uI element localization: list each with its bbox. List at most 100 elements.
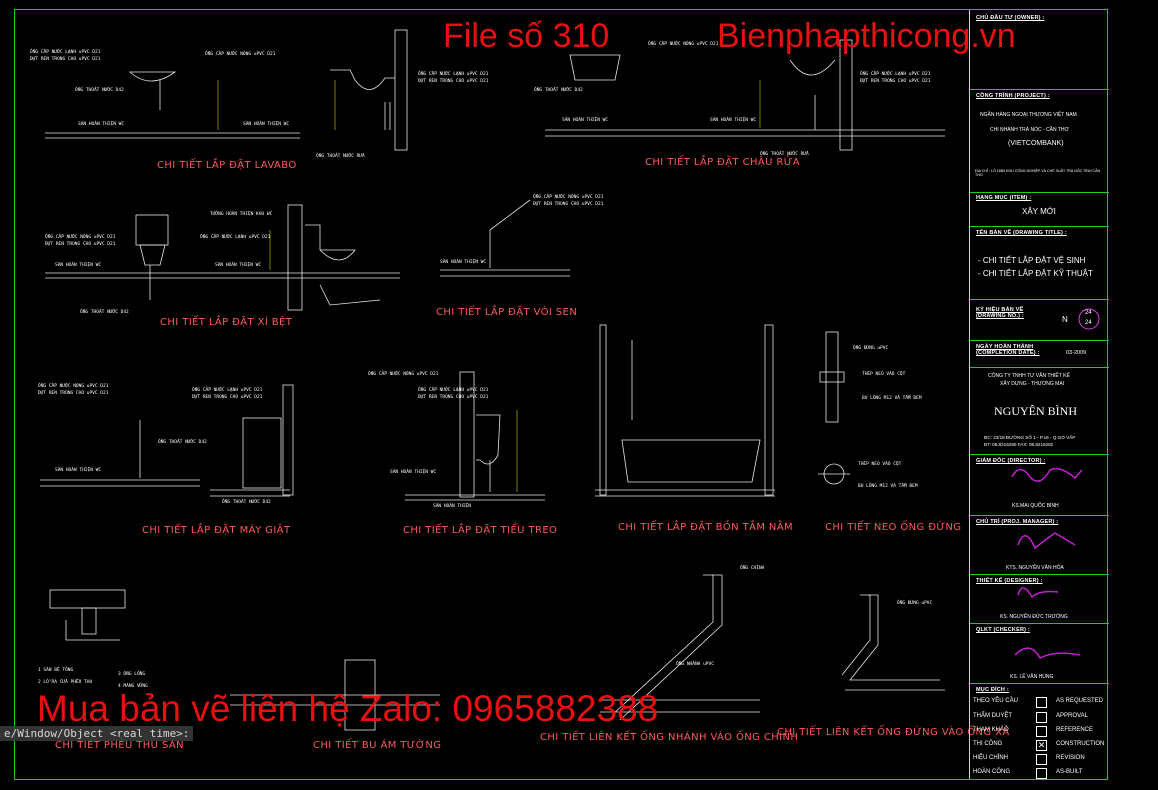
note: 1 SÀN BÊ TÔNG: [38, 668, 74, 673]
note: ỐNG ĐỨNG uPVC: [853, 346, 889, 351]
note: 3 ỐNG LỒNG: [118, 672, 146, 677]
firm-address: ĐC: 23/18 ĐƯỜNG SỐ 1 - P.16 - Q.GÒ VẤP: [984, 435, 1076, 440]
note: ỐNG THOÁT NƯỚC RỬA: [760, 152, 809, 157]
note: SÀN HOÀN THIỆN WC: [390, 470, 437, 475]
note: THÉP NEO VÀO CỘT: [862, 372, 906, 377]
designer-name: KS. NGUYỄN ĐỨC TRƯỜNG: [1000, 614, 1068, 620]
note: ỐNG THOÁT NƯỚC D42: [222, 500, 271, 505]
legend-row: HIỆU CHỈNH REVISION: [970, 752, 1109, 766]
note: SÀN HOÀN THIỆN WC: [710, 118, 757, 123]
title-ong-nhanh: CHI TIẾT LIÊN KẾT ỐNG NHÁNH VÀO ỐNG CHÍN…: [540, 732, 799, 743]
consultant-2: XÂY DỰNG - THƯƠNG MẠI: [1000, 381, 1065, 387]
note: ỐNG CẤP NƯỚC NÓNG uPVC D21: [648, 42, 719, 47]
title-ong-dung: CHI TIẾT LIÊN KẾT ỐNG ĐỨNG VÀO ỐNG XẢ: [777, 727, 1010, 738]
note: SÀN HOÀN THIỆN WC: [440, 260, 487, 265]
title-xi-bet: CHI TIẾT LẮP ĐẶT XÍ BỆT: [160, 317, 293, 328]
project-location: ĐỊA CHỈ : LÔ 16B3 KHU CÔNG NGHIỆP VÀ CHẾ…: [975, 169, 1101, 177]
note: 4 MÀNG VỮNG: [118, 684, 148, 689]
note: DỰT REN TRONG CHO uPVC D21: [38, 391, 109, 396]
note: ỐNG CẤP NƯỚC LẠNH uPVC D21: [418, 72, 489, 77]
note: TƯỜNG HOÀN THIỆN KHU WC: [210, 212, 273, 217]
sheet-title-heading: TÊN BẢN VẼ (DRAWING TITLE) :: [976, 230, 1067, 236]
completion-date: 03-2009: [1066, 350, 1087, 356]
project-name-1: NGÂN HÀNG NGOẠI THƯƠNG VIỆT NAM: [980, 112, 1077, 118]
title-chau-rua: CHI TIẾT LẮP ĐẶT CHẬU RỬA: [645, 157, 800, 168]
drawing-prefix: N: [1062, 315, 1068, 324]
legend-row: THEO YÊU CẦU AS REQUESTED: [970, 695, 1109, 709]
note: DỰT REN TRONG CHO uPVC D21: [533, 202, 604, 207]
note: ỐNG THOÁT NƯỚC RỬA: [316, 154, 365, 159]
item-value: XÂY MỚI: [1022, 207, 1056, 216]
legend-row: THAM KHẢO REFERENCE: [970, 724, 1109, 738]
note: ỐNG THOÁT NƯỚC D42: [534, 88, 583, 93]
manager-name: KTS. NGUYỄN VĂN HÒA: [1006, 565, 1064, 571]
note: DỰT REN TRONG CHO uPVC D21: [45, 242, 116, 247]
note: 2 LỖ RA CỬA PHỄU THU: [38, 680, 93, 685]
project-heading: CÔNG TRÌNH (PROJECT) :: [976, 93, 1050, 99]
note: ỐNG NHÁNH uPVC: [676, 662, 714, 667]
title-voi-sen: CHI TIẾT LẮP ĐẶT VÒI SEN: [436, 307, 578, 318]
note: ỐNG CHÍNH: [740, 566, 765, 571]
title-pheu-thu: CHI TIẾT PHỄU THU SÀN: [55, 740, 185, 751]
note: ỐNG THOÁT NƯỚC D42: [80, 310, 129, 315]
legend-row: THI CÔNG ✕ CONSTRUCTION: [973, 740, 1105, 751]
note: SÀN HOÀN THIỆN WC: [55, 263, 102, 268]
note: ỐNG CẤP NƯỚC NÓNG uPVC D21: [368, 372, 439, 377]
title-bu-am: CHI TIẾT BU ÁM TƯỜNG: [313, 740, 442, 751]
checkbox-reference[interactable]: [1036, 726, 1047, 737]
note: ỐNG ĐỨNG uPVC: [897, 601, 933, 606]
checkbox-as-requested[interactable]: [1036, 697, 1047, 708]
project-name-3: (VIETCOMBANK): [1008, 140, 1064, 147]
note: DỰT REN TRONG CHO uPVC D21: [192, 395, 263, 400]
note: DỰT REN TRONG CHO uPVC D21: [418, 395, 489, 400]
checkbox-as-built[interactable]: [1036, 768, 1047, 779]
checker-heading: QLKT (CHECKER) :: [976, 627, 1030, 633]
note: SÀN HOÀN THIỆN WC: [243, 122, 290, 127]
title-tieu-treo: CHI TIẾT LẮP ĐẶT TIỂU TREO: [403, 525, 558, 536]
title-lavabo: CHI TIẾT LẮP ĐẶT LAVABO: [157, 160, 297, 171]
command-line[interactable]: e/Window/Object <real time>:: [0, 726, 194, 741]
note: DỰT REN TRONG CHO uPVC D21: [860, 79, 931, 84]
note: SÀN HOÀN THIỆN: [433, 504, 471, 509]
note: ỐNG CẤP NƯỚC NÓNG uPVC D21: [38, 384, 109, 389]
note: SÀN HOÀN THIỆN WC: [562, 118, 609, 123]
consultant-1: CÔNG TY TNHH TƯ VẤN THIẾT KẾ: [988, 373, 1070, 379]
project-name-2: CHI NHÁNH TRÀ NÓC - CẦN THƠ: [990, 127, 1069, 133]
checkbox-revision[interactable]: [1036, 754, 1047, 765]
note: ỐNG CẤP NƯỚC LẠNH uPVC D21: [192, 388, 263, 393]
legend-row: HOÀN CÔNG AS-BUILT: [970, 766, 1109, 780]
note: ỐNG CẤP NƯỚC NÓNG uPVC D21: [205, 52, 276, 57]
purpose-heading: MỤC ĐÍCH :: [976, 687, 1009, 693]
checker-name: KS. LÊ VĂN HÙNG: [1010, 674, 1054, 680]
sheet-border: [14, 9, 1108, 780]
title-may-giat: CHI TIẾT LẮP ĐẶT MÁY GIẶT: [142, 525, 291, 536]
sheet-number: 24: [1085, 310, 1092, 316]
note: THÉP NEO VÀO CỘT: [858, 462, 902, 467]
director-heading: GIÁM ĐỐC (DIRECTOR) :: [976, 458, 1046, 464]
note: ỐNG CẤP NƯỚC NÓNG uPVC D21: [45, 235, 116, 240]
sheet-total: 24: [1085, 320, 1092, 326]
note: SÀN HOÀN THIỆN WC: [215, 263, 262, 268]
item-heading: HẠNG MỤC (ITEM) :: [976, 195, 1032, 201]
checkbox-approval[interactable]: [1036, 712, 1047, 723]
sheet-title-2: - CHI TIẾT LẮP ĐẶT KỸ THUẬT: [978, 269, 1093, 278]
date-heading: NGÀY HOÀN THÀNH (COMPLETION DATE) :: [976, 344, 1040, 356]
site-watermark: Bienphapthicong.vn: [717, 17, 1016, 55]
drawing-no-heading: KÝ HIỆU BẢN VẼ (DRAWING NO.) :: [976, 307, 1024, 319]
note: SÀN HOÀN THIỆN WC: [55, 468, 102, 473]
firm-name: NGUYÊN BÌNH: [994, 404, 1077, 418]
owner-heading: CHỦ ĐẦU TƯ (OWNER) :: [976, 15, 1045, 21]
note: ỐNG CẤP NƯỚC NÓNG uPVC D21: [533, 195, 604, 200]
checkbox-construction[interactable]: ✕: [1036, 740, 1047, 751]
note: BU LÔNG M12 VÀ TẮM ĐEM: [858, 484, 918, 489]
file-number-watermark: File số 310: [443, 17, 610, 55]
note: ỐNG CẤP NƯỚC LẠNH uPVC D21: [860, 72, 931, 77]
firm-phone: ĐT: 08.8216280 FAX: 08.8216282: [984, 442, 1054, 447]
legend-row: THẨM DUYỆT APPROVAL: [970, 710, 1109, 724]
note: ỐNG THOÁT NƯỚC D42: [75, 88, 124, 93]
note: DỰT REN TRONG CHO uPVC D21: [30, 57, 101, 62]
note: ỐNG THOÁT NƯỚC D42: [158, 440, 207, 445]
note: ỐNG CẤP NƯỚC LẠNH uPVC D21: [200, 235, 271, 240]
